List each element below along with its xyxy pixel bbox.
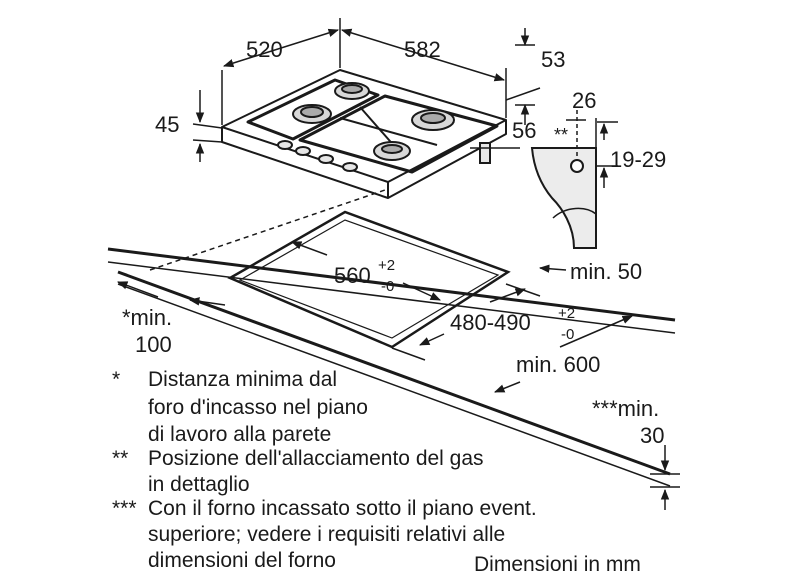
- note-2-line-1: Posizione dell'allacciamento del gas: [148, 447, 484, 470]
- dim-gas-height: 19-29: [610, 147, 666, 172]
- note-2-line-2: in dettaglio: [148, 473, 250, 496]
- gas-connection-marker: **: [554, 125, 568, 145]
- gas-connection-detail: [530, 110, 618, 249]
- pan-support-left: [246, 78, 380, 141]
- units-label: Dimensioni in mm: [474, 553, 641, 576]
- cutout-inner: [238, 219, 500, 339]
- dim-min-below-value: 30: [640, 423, 664, 448]
- hob-dimension-lines: [192, 18, 541, 162]
- note-3-line-1: Con il forno incassato sotto il piano ev…: [148, 497, 537, 520]
- cutout: [227, 210, 511, 349]
- dim-cutout-width-tol-plus: +2: [378, 257, 395, 274]
- note-3-line-3: dimensioni del forno: [148, 549, 336, 572]
- note-1-mark: *: [112, 368, 121, 391]
- dim-gas-offset: 26: [572, 88, 596, 113]
- note-1-line-3: di lavoro alla parete: [148, 423, 332, 446]
- dim-min-depth: min. 600: [516, 352, 600, 377]
- burners: [292, 82, 455, 161]
- cutout-outer: [227, 210, 511, 349]
- dim-height-right: 53: [541, 47, 565, 72]
- control-knobs: [277, 140, 358, 172]
- dim-depth: 520: [246, 37, 283, 62]
- dim-cutout-depth: 480-490: [450, 310, 531, 335]
- worktop: [107, 189, 676, 487]
- gas-bracket: [530, 147, 597, 249]
- note-1-line-2: foro d'incasso nel piano: [148, 396, 368, 419]
- hob: [221, 69, 507, 199]
- hob-foot: [479, 142, 491, 164]
- knob-4: [342, 162, 358, 172]
- knob-1: [277, 140, 293, 150]
- dim-min-side: min. 50: [570, 259, 642, 284]
- note-3-mark: ***: [112, 497, 137, 520]
- dim-foot: 56: [512, 118, 536, 143]
- worktop-dimension-lines: [117, 241, 680, 510]
- knob-3: [318, 154, 334, 164]
- gas-inlet: [570, 159, 584, 173]
- dim-min-wall-label: *min.: [122, 305, 172, 330]
- dim-cutout-depth-tol-minus: -0: [561, 326, 574, 343]
- note-2-mark: **: [112, 447, 129, 470]
- dim-min-wall-value: 100: [135, 332, 172, 357]
- dim-height-left: 45: [155, 112, 179, 137]
- dim-cutout-depth-tol-plus: +2: [558, 305, 575, 322]
- dim-min-below-label: ***min.: [592, 396, 659, 421]
- dim-width: 582: [404, 37, 441, 62]
- dim-cutout-width-tol-minus: -0: [381, 278, 394, 295]
- note-3-line-2: superiore; vedere i requisiti relativi a…: [148, 523, 506, 546]
- knob-2: [295, 146, 311, 156]
- dim-cutout-width: 560: [334, 263, 371, 288]
- pan-support-right: [298, 94, 499, 174]
- note-1-line-1: Distanza minima dal: [148, 368, 338, 391]
